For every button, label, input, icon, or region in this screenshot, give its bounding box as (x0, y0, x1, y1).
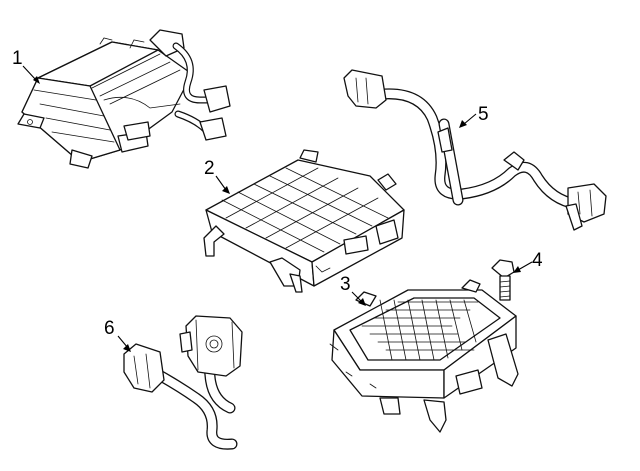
arrow-4 (513, 266, 521, 273)
leader-line-1 (22, 65, 37, 81)
part-2-inverter-assembly[interactable] (203, 149, 405, 293)
leader-line-5 (463, 113, 477, 125)
callout-numbers: 1 2 3 4 5 6 (12, 48, 543, 339)
leader-line-3 (351, 291, 363, 303)
arrow-5 (459, 120, 467, 128)
callout-2: 2 (204, 158, 215, 179)
part-4-bolt[interactable] (491, 259, 515, 301)
callout-5: 5 (478, 104, 489, 125)
part-5-hose-assembly[interactable] (343, 69, 607, 231)
arrow-6 (123, 344, 131, 352)
leader-line-2 (215, 175, 227, 191)
callout-leaders (22, 65, 533, 352)
callout-1: 1 (12, 48, 23, 69)
part-6-hose-connector[interactable] (123, 315, 243, 450)
arrow-3 (358, 298, 366, 306)
arrow-2 (222, 186, 230, 194)
part-3-power-control-unit[interactable] (329, 279, 519, 433)
arrow-1 (33, 76, 40, 84)
callout-6: 6 (104, 318, 115, 339)
part-1-control-module[interactable] (17, 29, 231, 169)
callout-3: 3 (340, 274, 351, 295)
callout-4: 4 (532, 250, 543, 271)
leader-line-4 (517, 261, 533, 271)
